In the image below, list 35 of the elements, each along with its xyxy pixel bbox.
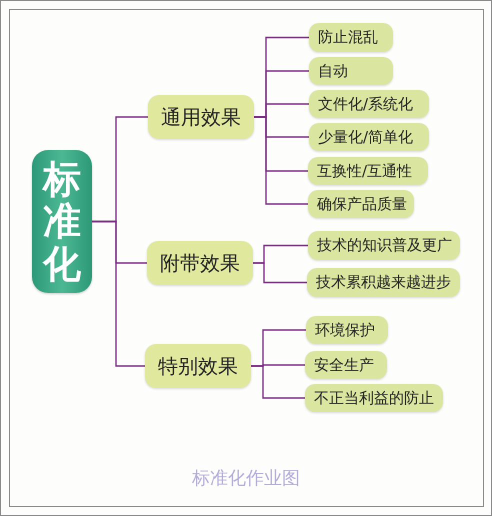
item-box	[309, 123, 429, 151]
node-text: 特别效果	[158, 352, 238, 380]
connector-line	[251, 365, 305, 399]
item-box	[308, 157, 428, 185]
item-box	[307, 268, 460, 297]
node-text: 环境保护	[315, 320, 375, 340]
category-box	[148, 95, 254, 139]
item-box	[305, 351, 387, 379]
category-box	[147, 241, 253, 285]
root-box	[32, 150, 92, 293]
node-text: 技术的知识普及更广	[317, 236, 452, 255]
item-box	[308, 231, 460, 260]
node-text: 自动	[318, 62, 348, 80]
item-box	[309, 57, 393, 85]
item-box	[308, 190, 414, 218]
node-text: 互换性/互通性	[317, 162, 412, 180]
node-text: 少量化/简单化	[318, 128, 414, 146]
node-text: 文件化/系统化	[318, 94, 414, 114]
connector-line	[92, 220, 145, 367]
node-text: 附带效果	[160, 250, 240, 276]
item-box	[309, 23, 393, 52]
node-text: 通用效果	[161, 104, 241, 130]
connector-line	[254, 116, 308, 205]
connector-line	[253, 262, 307, 284]
caption: 标准化作业图	[192, 468, 300, 489]
node-text: 防止混乱	[318, 28, 378, 47]
item-box	[309, 90, 429, 118]
node-text: 不正当利益的防止	[314, 388, 434, 408]
item-box	[306, 316, 388, 344]
category-box	[145, 344, 251, 388]
node-text: 安全生产	[314, 356, 374, 374]
item-box	[305, 384, 443, 412]
node-text: 标准化	[43, 158, 81, 286]
node-text: 技术累积越来越进步	[316, 273, 451, 292]
node-text: 确保产品质量	[317, 194, 407, 214]
